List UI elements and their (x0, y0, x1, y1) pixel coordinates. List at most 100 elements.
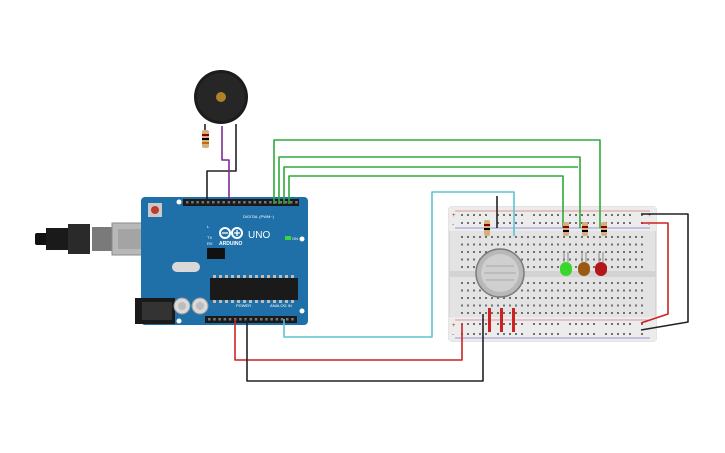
header-pin[interactable] (208, 318, 211, 321)
header-pin[interactable] (217, 201, 220, 204)
breadboard-hole (593, 333, 595, 335)
resistor-icon[interactable] (202, 130, 209, 148)
header-pin[interactable] (244, 318, 247, 321)
breadboard-hole (551, 258, 553, 261)
header-pin[interactable] (222, 201, 225, 204)
breadboard-hole (635, 312, 637, 314)
chip-leg (261, 275, 264, 278)
rail-minus-label-bottom: - (452, 332, 454, 338)
breadboard[interactable]: + - + - + - (448, 206, 657, 342)
breadboard-hole (515, 323, 517, 325)
breadboard-hole (509, 323, 511, 325)
header-pin[interactable] (258, 201, 262, 204)
header-pin[interactable] (249, 318, 253, 321)
breadboard-hole (575, 323, 577, 325)
breadboard-hole (533, 243, 535, 246)
header-pin[interactable] (201, 201, 205, 204)
breadboard-hole (461, 312, 463, 314)
breadboard-hole (611, 243, 613, 246)
breadboard-hole (563, 304, 565, 307)
breadboard-hole (623, 304, 625, 307)
header-pin[interactable] (260, 318, 263, 321)
breadboard-hole (461, 222, 463, 224)
wire-green-1 (273, 139, 601, 228)
arduino-model-label: UNO (248, 230, 270, 241)
breadboard-hole (557, 251, 559, 253)
header-pin[interactable] (223, 318, 227, 321)
header-pin[interactable] (295, 201, 298, 204)
breadboard-hole (527, 251, 529, 253)
breadboard-hole (623, 266, 625, 268)
header-pin[interactable] (290, 201, 293, 204)
header-pin[interactable] (253, 201, 257, 204)
header-pin[interactable] (279, 201, 283, 204)
digital-header[interactable] (183, 199, 299, 206)
breadboard-hole (617, 297, 619, 299)
header-pin[interactable] (280, 318, 284, 321)
header-pin[interactable] (228, 318, 232, 321)
header-pin[interactable] (248, 201, 251, 204)
header-pin[interactable] (265, 318, 268, 321)
chip-leg (219, 300, 222, 303)
header-pin[interactable] (186, 201, 189, 204)
breadboard-hole (539, 312, 541, 314)
breadboard-hole (515, 312, 517, 314)
led-yellow-icon (578, 252, 590, 276)
gas-sensor-icon[interactable] (475, 248, 525, 298)
header-pin[interactable] (196, 201, 199, 204)
breadboard-hole (629, 312, 631, 314)
header-pin[interactable] (270, 318, 273, 321)
breadboard-hole (479, 236, 481, 238)
breadboard-hole (623, 251, 625, 253)
piezo-buzzer-icon[interactable] (194, 70, 248, 124)
breadboard-hole (521, 236, 523, 238)
header-pin[interactable] (206, 201, 210, 204)
breadboard-hole (545, 243, 547, 246)
breadboard-hole (551, 266, 553, 268)
breadboard-hole (641, 266, 643, 268)
breadboard-hole (491, 304, 493, 307)
breadboard-hole (629, 323, 631, 325)
header-pin[interactable] (284, 201, 288, 204)
breadboard-hole (545, 222, 547, 224)
breadboard-hole (545, 258, 547, 261)
breadboard-hole (533, 251, 535, 253)
breadboard-hole (641, 258, 643, 261)
header-pin[interactable] (191, 201, 194, 204)
arduino-uno-board[interactable]: ARDUINO UNO DIGITAL (PWM~) POWER ANALOG … (35, 197, 308, 325)
breadboard-hole (641, 312, 643, 314)
breadboard-hole (557, 312, 559, 314)
breadboard-hole (545, 289, 547, 292)
bottom-jumpers (488, 308, 515, 332)
header-pin[interactable] (275, 318, 279, 321)
breadboard-hole (587, 282, 589, 284)
header-pin[interactable] (286, 318, 289, 321)
header-pin[interactable] (232, 201, 236, 204)
header-pin[interactable] (243, 201, 246, 204)
breadboard-hole (599, 243, 601, 246)
breadboard-hole (509, 236, 511, 238)
breadboard-hole (605, 333, 607, 335)
header-pin[interactable] (239, 318, 242, 321)
header-pin[interactable] (212, 201, 215, 204)
header-pin[interactable] (274, 201, 277, 204)
header-pin[interactable] (213, 318, 216, 321)
chip-leg (237, 300, 240, 303)
breadboard-hole (593, 289, 595, 292)
breadboard-hole (485, 312, 487, 314)
breadboard-hole (461, 258, 463, 261)
breadboard-resistors[interactable] (484, 220, 607, 236)
header-pin[interactable] (291, 318, 294, 321)
header-pin[interactable] (264, 201, 267, 204)
header-pin[interactable] (238, 201, 241, 204)
header-pin[interactable] (254, 318, 258, 321)
breadboard-hole (503, 236, 505, 238)
header-pin[interactable] (218, 318, 221, 321)
header-pin[interactable] (269, 201, 272, 204)
breadboard-hole (515, 304, 517, 307)
breadboard-hole (611, 251, 613, 253)
header-pin[interactable] (227, 201, 231, 204)
breadboard-hole (593, 222, 595, 224)
leds[interactable] (560, 252, 607, 276)
